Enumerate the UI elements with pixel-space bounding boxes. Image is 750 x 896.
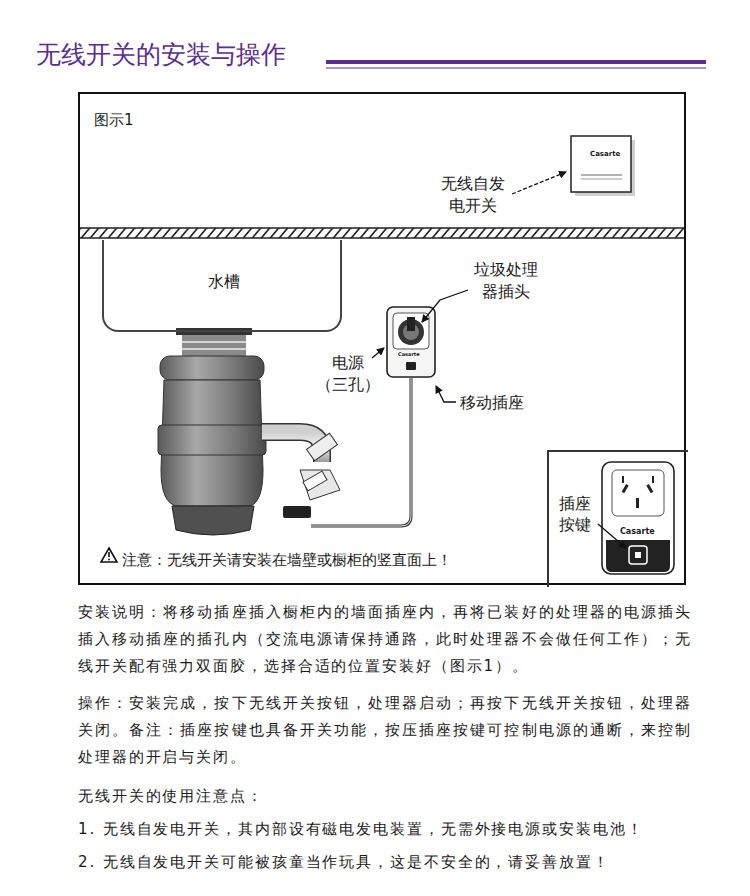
body-paragraph: 1. 无线自发电开关，其内部设有磁电发电装置，无需外接电源或安装电池！ [78,816,718,843]
part-label: 电源 （三孔） [316,352,380,395]
part-label: 垃圾处理 器插头 [470,259,542,302]
inset-panel: 插座 按键 [547,450,688,587]
brand-mark: Casarte [620,527,655,538]
brand-mark: Casarte [398,351,420,358]
warning-note: 注意：无线开关请安装在墙壁或橱柜的竖直面上！ [122,550,452,570]
sink-basin: 水槽 [102,240,342,332]
body-paragraph: 操作：安装完成，按下无线开关按钮，处理器启动；再按下无线开关按钮，处理器关闭。备… [78,690,692,771]
figure-frame: 图示1 水槽插座 按键 [78,92,686,585]
body-paragraph: 无线开关的使用注意点： [78,783,692,810]
node-text: 图示1 [94,110,154,130]
part-label: 移动插座 [460,392,524,414]
node-text: 水槽 [208,271,240,293]
node-text: 插座 按键 [559,494,593,536]
brand-mark: Casarte [590,150,620,159]
body-paragraph: 2. 无线自发电开关可能被孩童当作玩具，这是不安全的，请妥善放置！ [78,849,718,876]
page-title: 无线开关的安装与操作 [36,38,286,71]
body-paragraph: 安装说明：将移动插座插入橱柜内的墙面插座内，再将已装好的处理器的电源插头插入移动… [78,599,692,680]
part-label: 无线自发 电开关 [438,173,508,216]
